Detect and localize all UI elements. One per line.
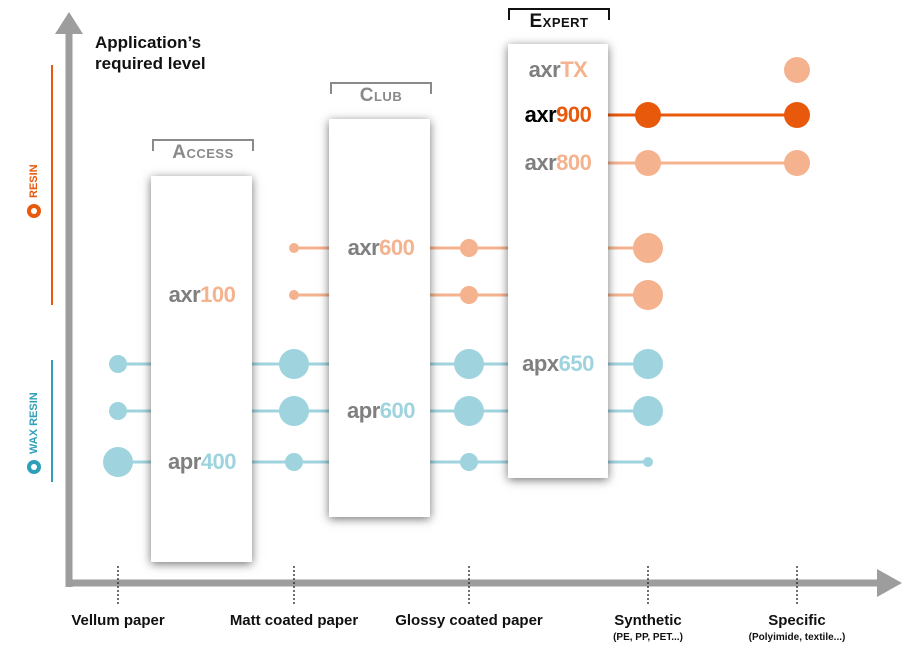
product-axr-800: axr800 [524, 150, 592, 175]
tier-club-label: Club [359, 85, 403, 106]
level-dot [279, 396, 309, 426]
access-bracket [152, 139, 254, 151]
access-card [151, 176, 252, 562]
club-card [329, 119, 430, 517]
level-dot [460, 453, 478, 471]
resin-icon [27, 204, 41, 218]
level-dot [454, 349, 484, 379]
club-bracket [330, 82, 432, 94]
x-axis-arrowhead [877, 569, 902, 597]
level-dot [784, 102, 810, 128]
expert-bracket [508, 8, 610, 20]
category-matt-coated-paper: Matt coated paper [219, 611, 369, 631]
category-sub: (Polyimide, textile...) [748, 632, 846, 643]
category-sub: (PE, PP, PET...) [613, 632, 683, 643]
category-label: Synthetic [614, 612, 682, 629]
category-specific: Specific (Polyimide, textile...) [722, 611, 872, 644]
product-axr-100: axr100 [168, 282, 236, 307]
category-vellum-paper: Vellum paper [43, 611, 193, 631]
category-label: Specific [768, 612, 826, 629]
wax-resin-icon [27, 460, 41, 474]
level-dot [103, 447, 133, 477]
category-label: Matt coated paper [229, 612, 359, 629]
product-axr-tx: axrTX [528, 57, 588, 82]
category-label: Glossy coated paper [395, 612, 543, 629]
wax-resin-label-text: WAX RESIN [28, 392, 40, 454]
category-label: Vellum paper [71, 612, 165, 629]
tier-expert-label: Expert [529, 11, 589, 32]
tier-access-label: Access [172, 142, 234, 163]
level-dot [454, 396, 484, 426]
product-apr-400: apr400 [168, 449, 236, 474]
level-dot [633, 396, 663, 426]
level-dot [109, 402, 127, 420]
category-glossy-coated-paper: Glossy coated paper [394, 611, 544, 631]
level-dot [635, 150, 661, 176]
level-dot [633, 280, 663, 310]
level-dot [633, 233, 663, 263]
category-synthetic: Synthetic (PE, PP, PET...) [573, 611, 723, 644]
product-apx-650: apx650 [522, 351, 594, 376]
level-dot [633, 349, 663, 379]
level-dot [289, 243, 299, 253]
product-axr-600: axr600 [347, 235, 415, 260]
expert-card [508, 44, 608, 478]
level-dot [784, 150, 810, 176]
product-apr-600: apr600 [347, 398, 415, 423]
product-axr-900: axr900 [524, 102, 592, 127]
level-dot [109, 355, 127, 373]
y-axis-label: Application’s required level [95, 33, 206, 73]
level-dot [784, 57, 810, 83]
level-dot [289, 290, 299, 300]
y-axis-arrowhead [55, 12, 83, 34]
wax-resin-side-label: WAX RESIN [27, 392, 41, 474]
level-dot [635, 102, 661, 128]
level-dot [643, 457, 653, 467]
resin-side-label: RESIN [27, 164, 41, 218]
resin-label-text: RESIN [28, 164, 40, 198]
level-dot [285, 453, 303, 471]
level-dot [460, 239, 478, 257]
level-dot [279, 349, 309, 379]
level-dot [460, 286, 478, 304]
